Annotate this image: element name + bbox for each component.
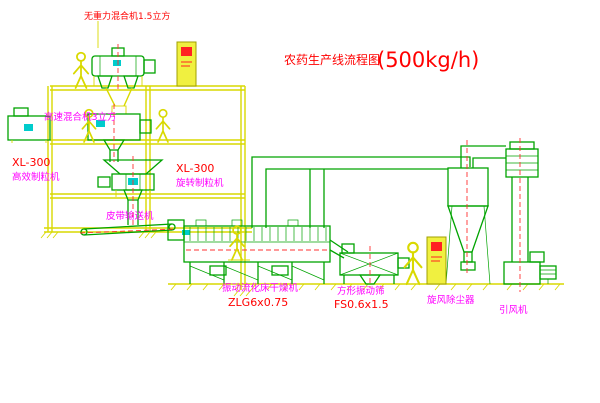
mixer-feed-y-pipe <box>105 87 133 115</box>
worker-figure-4 <box>229 225 245 261</box>
label-rotary-granulator-model: XL-300 <box>176 162 214 175</box>
label-screen-name: 方形振动筛 <box>337 285 385 297</box>
exhaust-stack <box>505 141 539 262</box>
control-cabinet-top <box>176 41 197 87</box>
belt-conveyor <box>80 223 190 236</box>
label-fan: 引风机 <box>499 304 528 316</box>
worker-figure-1 <box>72 51 90 89</box>
cyclone-separator <box>445 167 491 285</box>
label-dryer-name: 振动流化床干燥机 <box>222 282 299 294</box>
label-high-speed-mixer: 高速混合机3立方 <box>44 111 117 123</box>
label-screen-model: FS0.6x1.5 <box>334 298 389 311</box>
label-gravity-mixer: 无重力混合机1.5立方 <box>84 10 170 22</box>
worker-figure-3 <box>155 108 171 143</box>
vibrating-screen <box>339 243 410 285</box>
label-left-granulator-model: XL-300 <box>12 156 50 169</box>
induced-draft-fan <box>503 251 557 285</box>
page-title: 农药生产线流程图 <box>284 52 380 67</box>
control-cabinet-right <box>426 236 447 285</box>
worker-figure-5 <box>403 241 423 286</box>
label-belt-conveyor: 皮带输送机 <box>106 210 154 222</box>
gravity-mixer <box>91 21 156 89</box>
left-granulator <box>7 107 51 143</box>
label-cyclone: 旋风除尘器 <box>427 294 475 306</box>
title-capacity: (500kg/h) <box>377 48 479 72</box>
label-left-granulator-name: 高效制粒机 <box>12 171 60 183</box>
exhaust-duct <box>251 145 506 228</box>
label-dryer-model: ZLG6x0.75 <box>228 296 288 309</box>
fluid-bed-dryer <box>167 219 349 284</box>
label-rotary-granulator-name: 旋转制粒机 <box>176 177 224 189</box>
centerlines <box>79 44 521 292</box>
